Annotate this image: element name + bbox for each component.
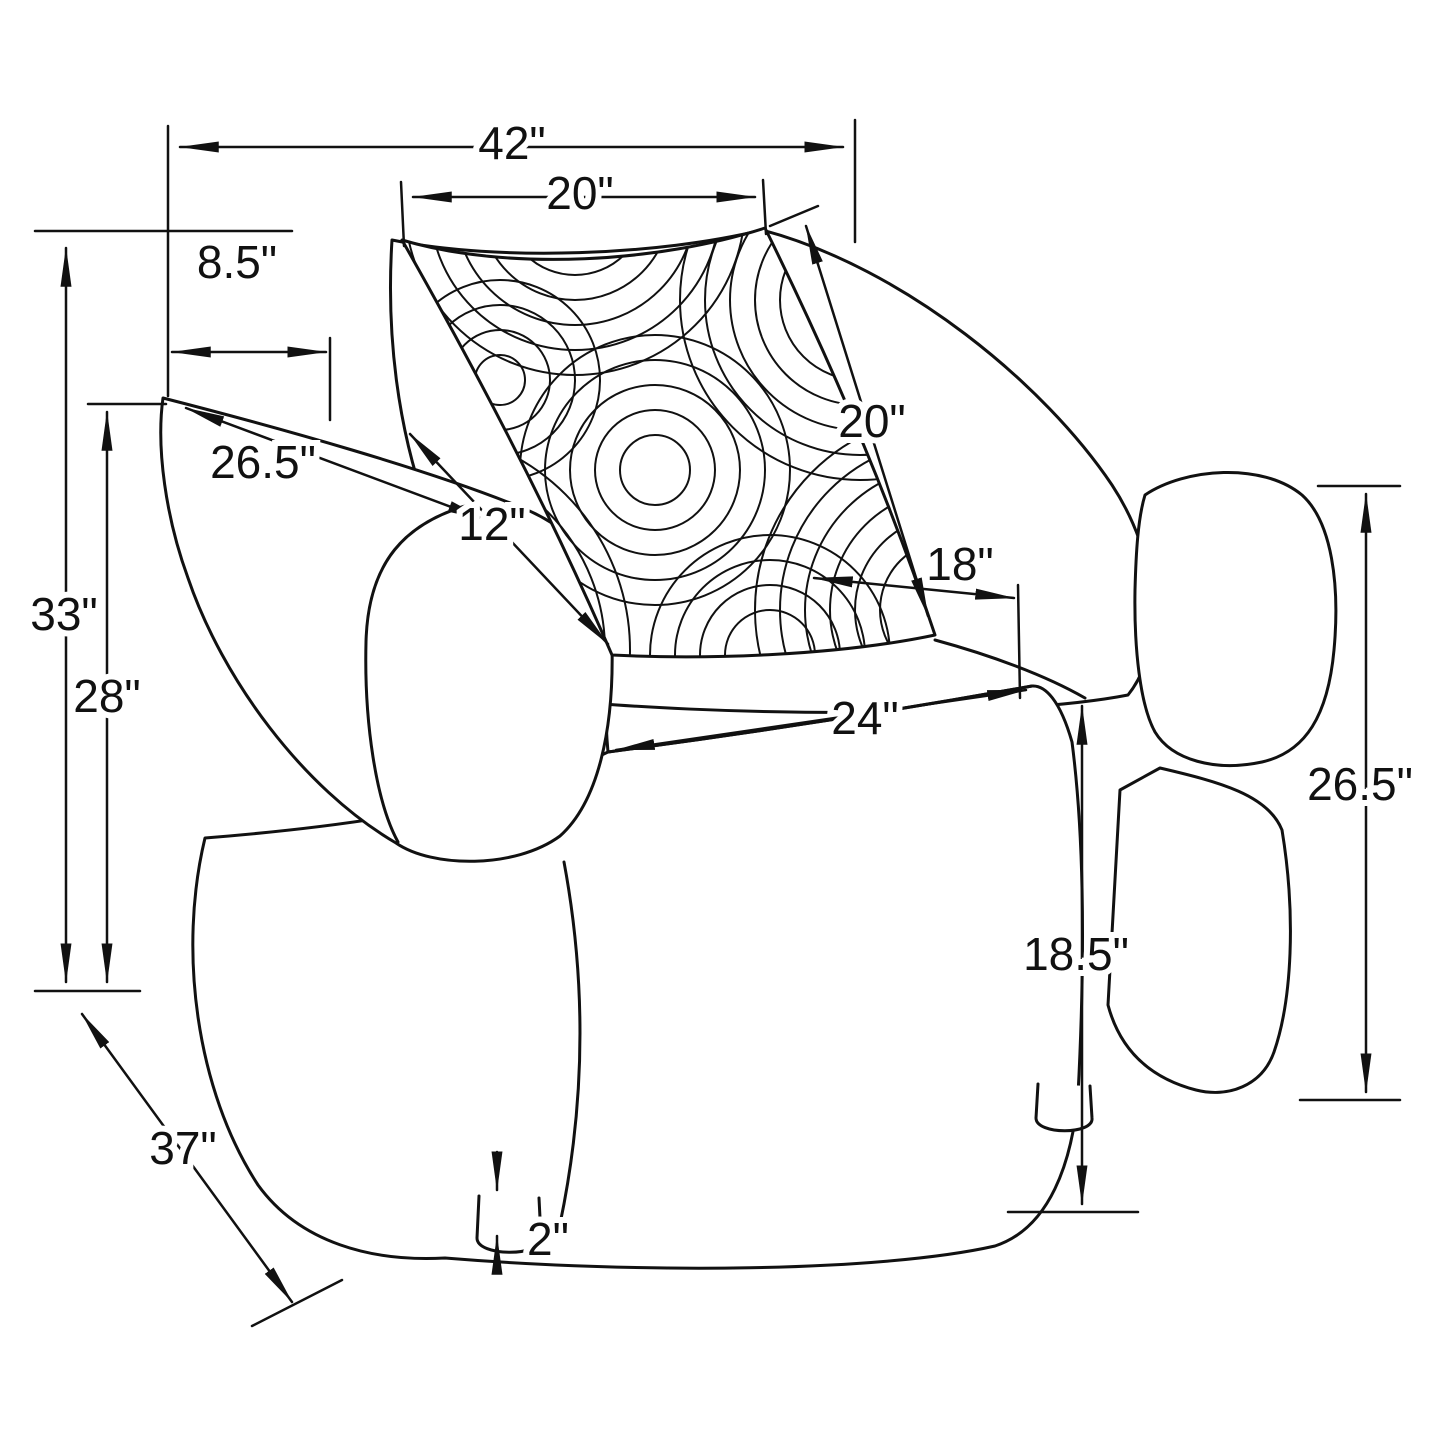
right-arm <box>1133 471 1338 767</box>
dim-line-back-inner <box>408 432 610 646</box>
dim-line-pillow-height <box>804 224 930 618</box>
dim-label-arm-height-left: 28" <box>73 670 141 722</box>
dim-label-overall-depth: 37" <box>149 1122 217 1174</box>
dim-label-back-offset: 8.5" <box>197 236 277 288</box>
dim-label-seat-height: 18.5" <box>1023 928 1129 980</box>
tick-37-bottom <box>250 1278 344 1328</box>
dim-label-seat-width: 24" <box>831 692 899 744</box>
ext-20right-top <box>768 204 820 228</box>
armchair-drawing <box>159 226 1338 1270</box>
dimension-labels: 42" 20" 8.5" 26.5" 12" 20" 18" 24" 33" 2… <box>24 111 1419 1271</box>
dim-label-overall-width: 42" <box>478 117 546 169</box>
seat-back-crease <box>933 638 1087 700</box>
extension-lines <box>33 118 1402 1328</box>
dim-line-overall-depth <box>80 1012 294 1304</box>
right-leg <box>1034 1082 1094 1133</box>
ext-18-right <box>1016 583 1022 700</box>
dimension-lines <box>60 141 1372 1304</box>
dim-label-pillow-height: 20" <box>838 395 906 447</box>
ext-20top-right <box>761 178 768 236</box>
dim-label-arm-depth: 26.5" <box>210 436 316 488</box>
dim-label-overall-height: 33" <box>30 588 98 640</box>
ext-20top-left <box>399 180 406 248</box>
dim-label-arm-height-right: 26.5" <box>1307 758 1413 810</box>
dim-label-leg-height: 2" <box>527 1213 569 1265</box>
base-front-seam <box>558 860 582 1226</box>
dim-label-seat-depth: 18" <box>926 538 994 590</box>
right-base-bolster <box>1106 766 1292 1094</box>
dim-label-back-inner: 12" <box>458 498 526 550</box>
dim-line-seat-depth <box>812 576 1016 600</box>
dim-label-pillow-width: 20" <box>546 167 614 219</box>
dim-line-seat-width <box>614 688 1028 752</box>
